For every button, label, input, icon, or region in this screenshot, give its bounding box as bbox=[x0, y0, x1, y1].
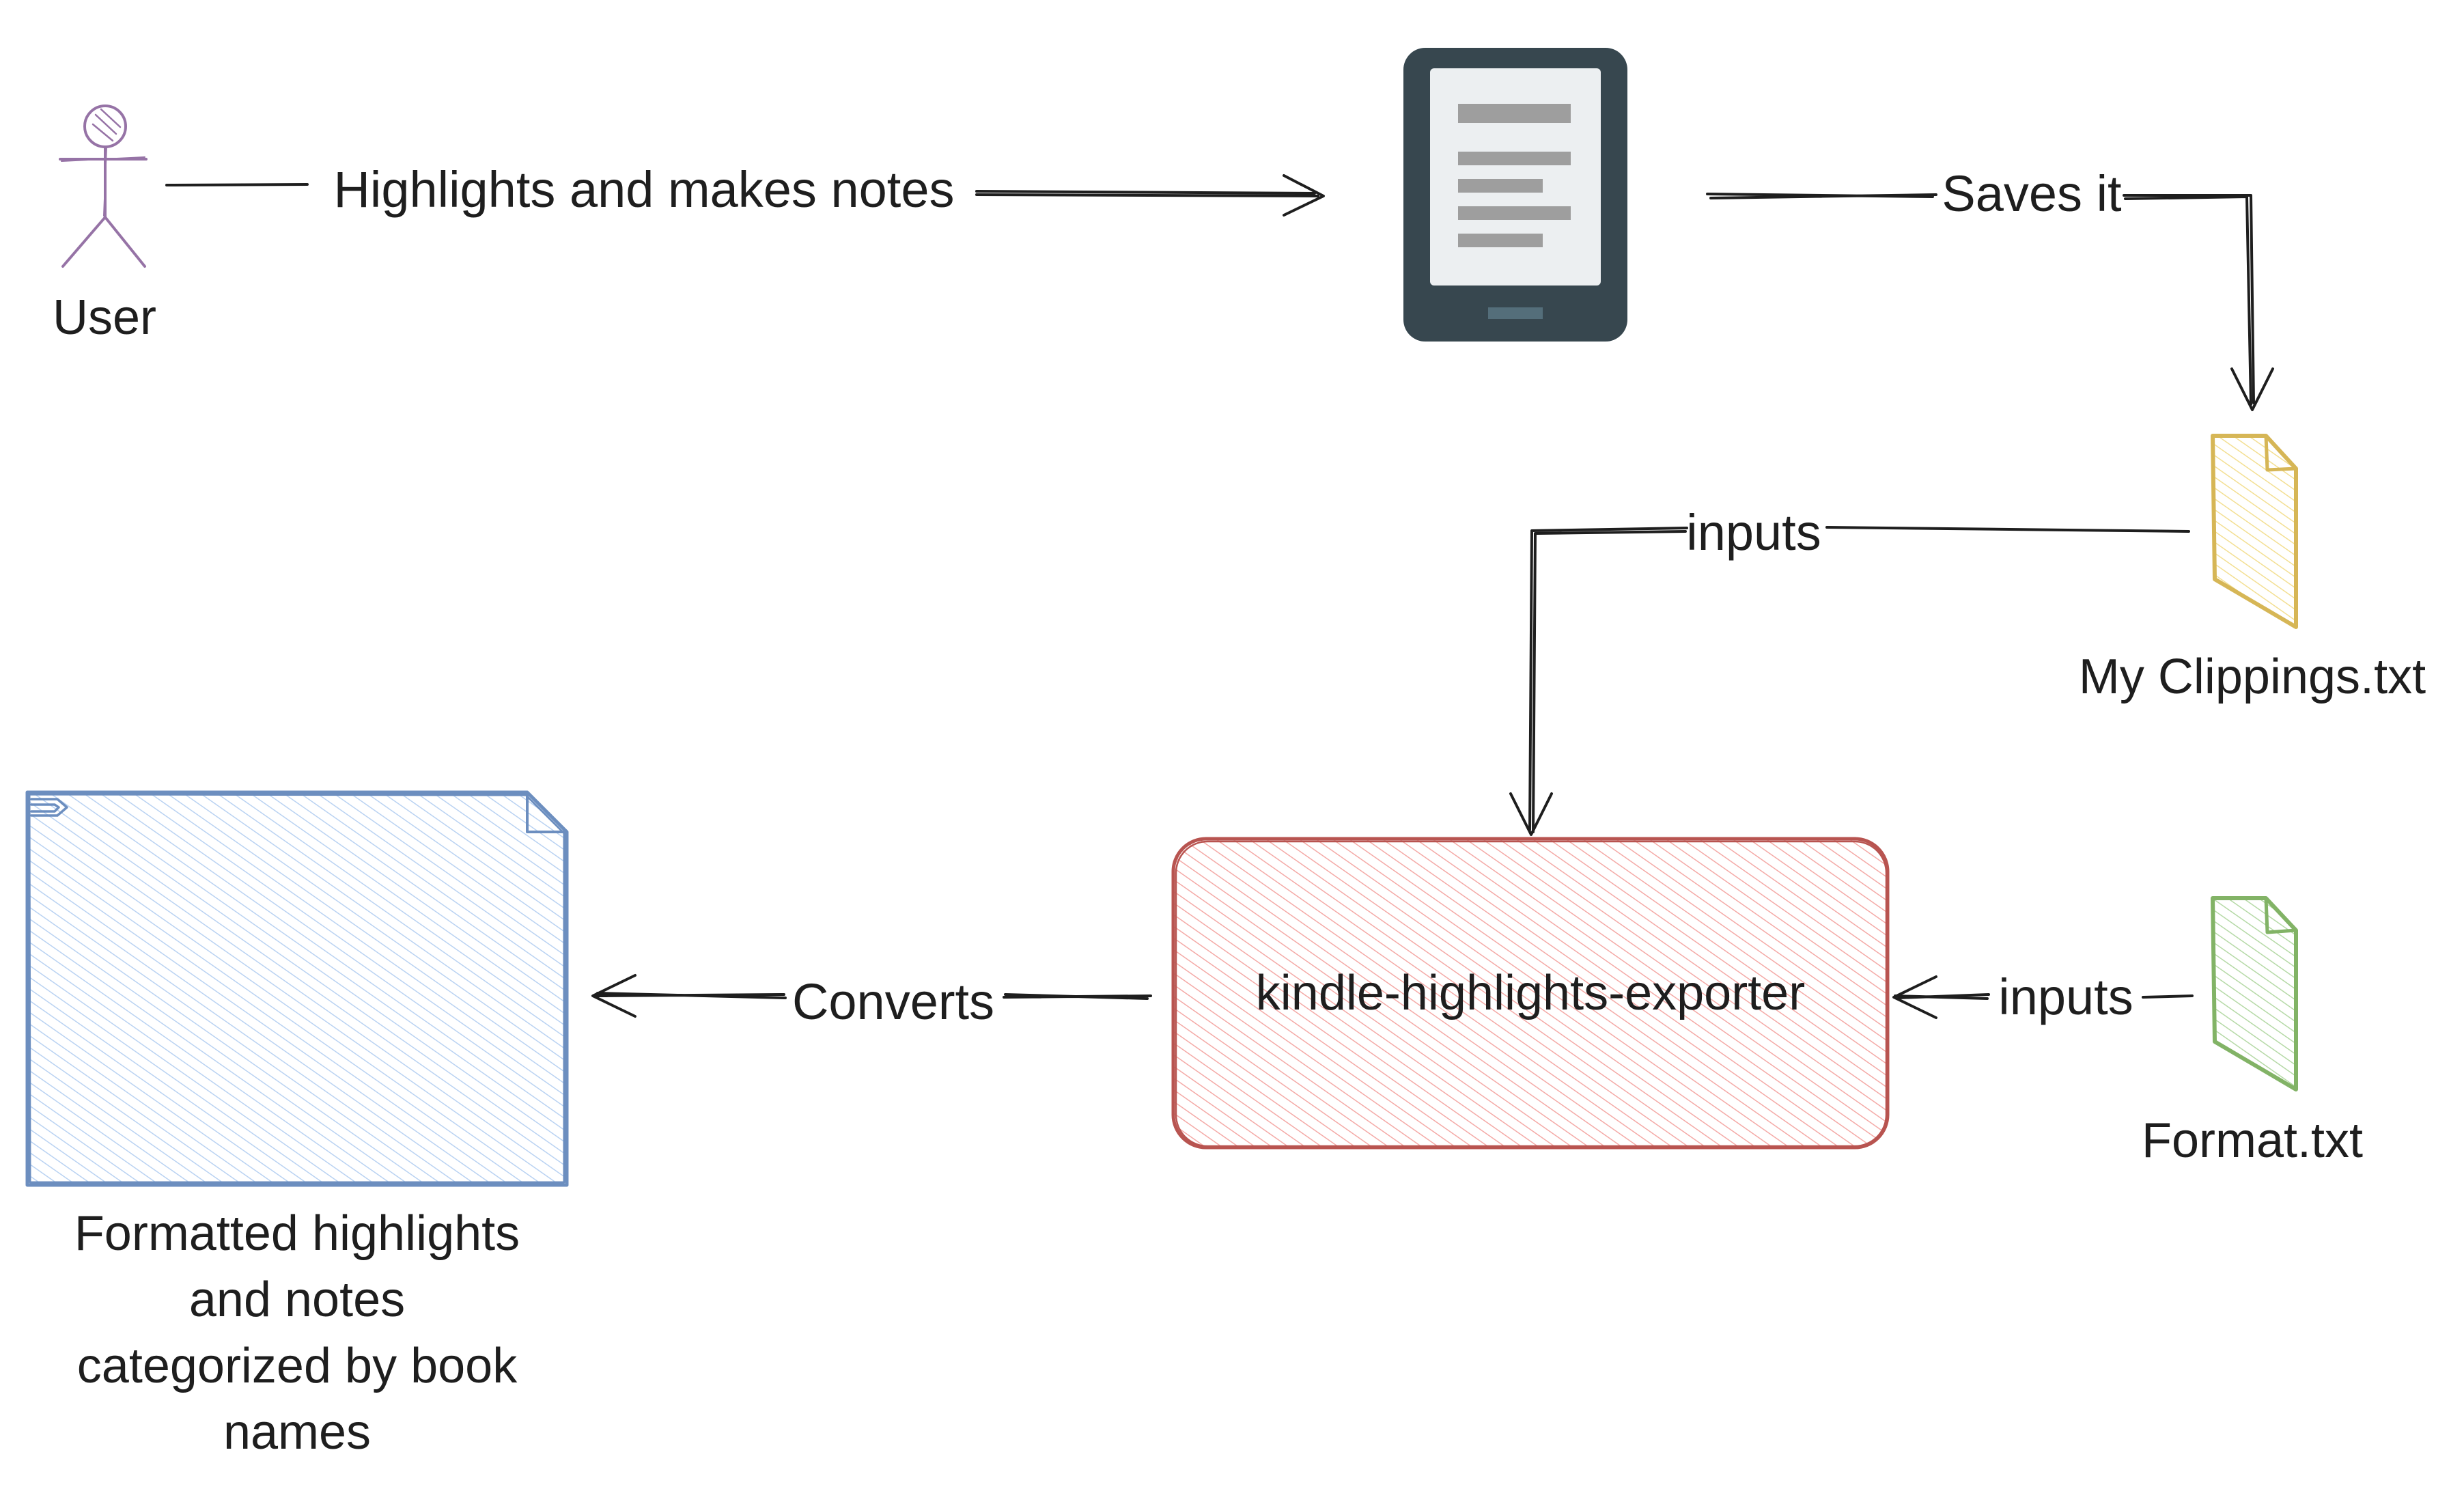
clippings-node[interactable]: My Clippings.txt bbox=[2079, 434, 2426, 704]
edge-format-to-exporter[interactable]: inputs bbox=[1892, 969, 2194, 1025]
edge-label-inputs-clippings: inputs bbox=[1686, 504, 1821, 561]
edge-kindle-to-clippings[interactable]: Saves it bbox=[1706, 165, 2274, 411]
arrowhead-icon bbox=[591, 974, 636, 1018]
edge-label-highlights: Highlights and makes notes bbox=[333, 161, 954, 218]
format-node[interactable]: Format.txt bbox=[2142, 896, 2363, 1168]
kindle-node[interactable] bbox=[1403, 48, 1627, 342]
edge-label-inputs-format: inputs bbox=[1998, 969, 2133, 1025]
e-reader-icon bbox=[1403, 48, 1627, 342]
arrowhead-icon bbox=[1283, 174, 1325, 217]
exporter-node[interactable]: kindle-highlights-exporter bbox=[1171, 837, 1890, 1150]
stick-figure-icon bbox=[59, 105, 148, 268]
edge-clippings-to-exporter[interactable]: inputs bbox=[1509, 504, 2190, 836]
edge-exporter-to-output[interactable]: Converts bbox=[591, 973, 1152, 1030]
output-label-line-1: Formatted highlights bbox=[74, 1206, 520, 1261]
edge-label-converts: Converts bbox=[792, 973, 994, 1030]
format-label: Format.txt bbox=[2142, 1113, 2363, 1168]
arrowhead-icon bbox=[2230, 367, 2274, 411]
output-label-line-3: categorized by book bbox=[77, 1339, 518, 1393]
output-label-line-2: and notes bbox=[189, 1272, 405, 1327]
output-node[interactable]: Formatted highlights and notes categoriz… bbox=[25, 790, 569, 1460]
document-icon bbox=[30, 798, 68, 817]
file-icon bbox=[2211, 434, 2298, 629]
arrowhead-icon bbox=[1892, 975, 1937, 1019]
clippings-label: My Clippings.txt bbox=[2079, 650, 2426, 704]
output-label-line-4: names bbox=[223, 1405, 371, 1460]
edge-user-to-kindle[interactable]: Highlights and makes notes bbox=[165, 161, 1325, 218]
file-icon bbox=[2211, 896, 2298, 1091]
user-label: User bbox=[53, 290, 156, 345]
edge-label-saves: Saves it bbox=[1942, 165, 2122, 222]
arrowhead-icon bbox=[1509, 792, 1553, 836]
user-node[interactable]: User bbox=[53, 105, 156, 345]
exporter-label: kindle-highlights-exporter bbox=[1256, 966, 1805, 1020]
